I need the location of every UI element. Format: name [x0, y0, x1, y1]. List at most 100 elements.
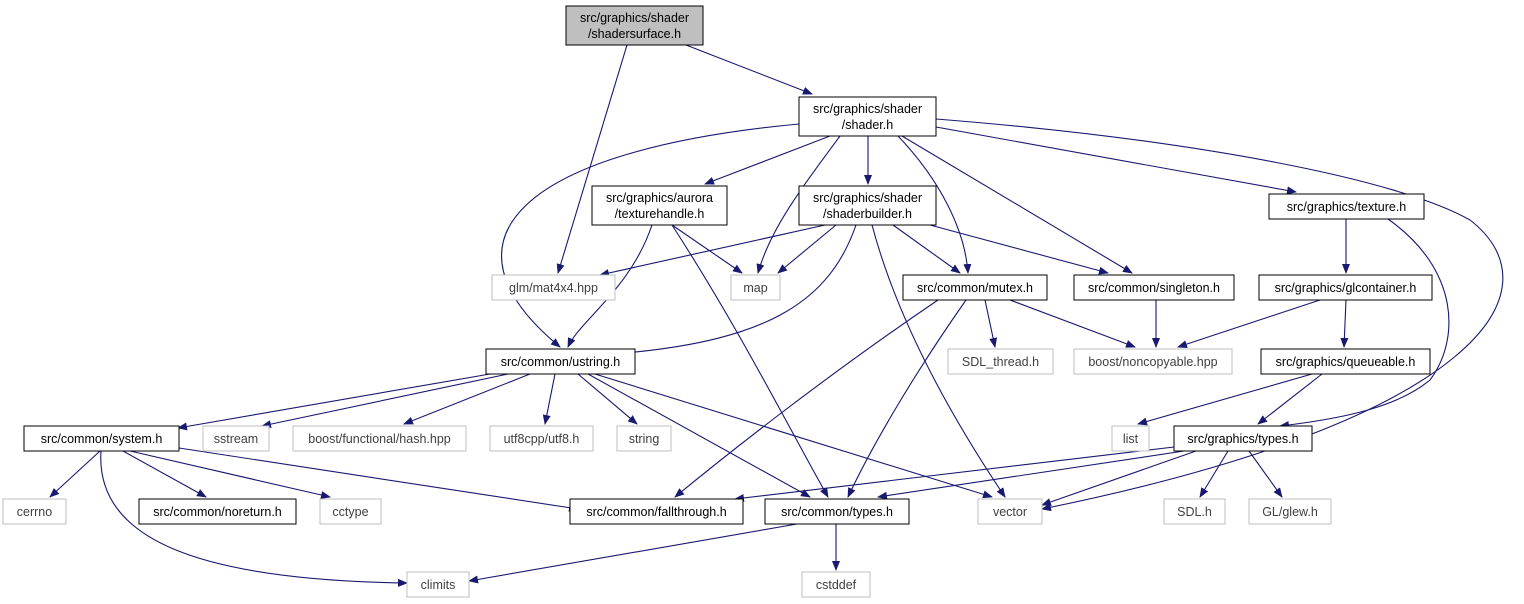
- node-label-list-0: list: [1123, 432, 1139, 446]
- node-noncopyable: boost/noncopyable.hpp: [1073, 348, 1233, 375]
- node-gtypes[interactable]: src/graphics/types.h: [1173, 425, 1313, 452]
- node-box-cctype: [319, 498, 382, 525]
- node-label-climits-0: climits: [421, 578, 456, 592]
- node-singleton[interactable]: src/common/singleton.h: [1073, 274, 1235, 301]
- node-glcontainer[interactable]: src/graphics/glcontainer.h: [1258, 274, 1433, 301]
- node-box-glew: [1248, 498, 1332, 525]
- edge-system-to-cctype: [129, 450, 331, 499]
- node-shadersurface[interactable]: src/graphics/shader/shadersurface.h: [565, 5, 704, 46]
- node-texturehandle[interactable]: src/graphics/aurora/texturehandle.h: [591, 185, 728, 226]
- node-label-vector-0: vector: [993, 505, 1027, 519]
- node-ustring[interactable]: src/common/ustring.h: [485, 348, 636, 375]
- edge-system-to-climits: [100, 450, 408, 587]
- node-label-shaderbuilder-1: /shaderbuilder.h: [823, 207, 912, 221]
- edge-shader-to-texturehandle: [704, 135, 831, 185]
- node-label-utf8-0: utf8cpp/utf8.h: [504, 432, 580, 446]
- edge-shader-to-ustring: [501, 123, 800, 348]
- node-queueable[interactable]: src/graphics/queueable.h: [1260, 348, 1431, 375]
- node-box-shaderbuilder: [798, 185, 937, 226]
- node-box-noncopyable: [1073, 348, 1233, 375]
- node-label-mat4x4-0: glm/mat4x4.hpp: [509, 281, 598, 295]
- node-mutex[interactable]: src/common/mutex.h: [902, 274, 1048, 301]
- edge-gtypes-to-vector: [1041, 450, 1197, 506]
- edge-gtypes-to-glew: [1248, 450, 1283, 498]
- node-climits: climits: [406, 571, 470, 598]
- node-fallthrough[interactable]: src/common/fallthrough.h: [569, 498, 744, 525]
- node-label-texturehandle-1: /texturehandle.h: [615, 207, 705, 221]
- edge-gtypes-to-fallthrough: [734, 446, 1175, 502]
- node-ctypes[interactable]: src/common/types.h: [764, 498, 910, 525]
- node-label-texture-0: src/graphics/texture.h: [1287, 200, 1407, 214]
- edge-shaderbuilder-to-mat4x4: [599, 224, 826, 277]
- node-label-shadersurface-0: src/graphics/shader: [580, 11, 689, 25]
- node-shaderbuilder[interactable]: src/graphics/shader/shaderbuilder.h: [798, 185, 937, 226]
- edge-texturehandle-to-ctypes: [671, 224, 829, 498]
- node-utf8: utf8cpp/utf8.h: [489, 425, 594, 452]
- node-label-cstddef-0: cstddef: [816, 578, 857, 592]
- node-box-shader: [798, 96, 937, 137]
- node-glew: GL/glew.h: [1248, 498, 1332, 525]
- node-box-texture: [1268, 193, 1425, 220]
- node-label-map-0: map: [743, 281, 767, 295]
- edge-mutex-to-sdl_thread: [984, 299, 998, 348]
- edge-mutex-to-noncopyable: [1009, 299, 1136, 348]
- edge-shader-to-texture: [935, 126, 1297, 195]
- edge-system-to-fallthrough: [178, 447, 579, 512]
- edge-mutex-to-ctypes: [847, 299, 967, 498]
- edge-shaderbuilder-to-ustring: [624, 224, 857, 357]
- node-noreturn[interactable]: src/common/noreturn.h: [138, 498, 297, 525]
- node-layer: src/graphics/shader/shadersurface.hsrc/g…: [2, 5, 1433, 598]
- node-list: list: [1111, 425, 1150, 452]
- edge-shadersurface-to-shader: [685, 44, 813, 95]
- edge-ustring-to-ctypes: [587, 373, 811, 498]
- node-system[interactable]: src/common/system.h: [23, 425, 180, 452]
- node-label-string-0: string: [629, 432, 660, 446]
- edge-shaderbuilder-to-mutex: [892, 224, 961, 274]
- node-label-gtypes-0: src/graphics/types.h: [1187, 432, 1298, 446]
- node-box-mutex: [902, 274, 1048, 301]
- edge-layer: [49, 44, 1504, 587]
- node-box-system: [23, 425, 180, 452]
- edge-gtypes-to-sdl: [1199, 450, 1229, 498]
- node-label-sstream-0: sstream: [214, 432, 258, 446]
- node-box-cerrno: [2, 498, 67, 525]
- node-box-singleton: [1073, 274, 1235, 301]
- edge-ustring-to-system: [177, 373, 491, 431]
- edge-shader-to-vector: [935, 118, 1504, 512]
- edge-ustring-to-utf8: [542, 373, 556, 425]
- edge-shaderbuilder-to-map: [777, 224, 837, 274]
- edge-system-to-cerrno: [49, 450, 101, 498]
- node-hash: boost/functional/hash.hpp: [292, 425, 467, 452]
- node-box-noreturn: [138, 498, 297, 525]
- node-box-ctypes: [764, 498, 910, 525]
- edge-glcontainer-to-noncopyable: [1177, 299, 1321, 348]
- node-vector: vector: [977, 498, 1043, 525]
- node-label-ustring-0: src/common/ustring.h: [501, 355, 621, 369]
- node-label-singleton-0: src/common/singleton.h: [1088, 281, 1220, 295]
- edge-shadersurface-to-mat4x4: [556, 44, 628, 274]
- edge-shader-to-map: [756, 135, 841, 274]
- edge-texturehandle-to-map: [671, 224, 743, 274]
- node-box-map: [730, 274, 781, 301]
- edge-system-to-noreturn: [122, 450, 207, 498]
- edge-texture-to-gtypes: [1279, 218, 1450, 429]
- node-label-system-0: src/common/system.h: [41, 432, 163, 446]
- node-box-string: [616, 425, 672, 452]
- node-shader[interactable]: src/graphics/shader/shader.h: [798, 96, 937, 137]
- node-label-texturehandle-0: src/graphics/aurora: [606, 191, 713, 205]
- node-label-shader-0: src/graphics/shader: [813, 102, 922, 116]
- node-cstddef: cstddef: [801, 571, 871, 598]
- node-cerrno: cerrno: [2, 498, 67, 525]
- edge-glcontainer-to-queueable: [1340, 299, 1349, 348]
- node-cctype: cctype: [319, 498, 382, 525]
- node-box-gtypes: [1173, 425, 1313, 452]
- edge-ustring-to-sstream: [261, 373, 509, 429]
- node-box-utf8: [489, 425, 594, 452]
- edge-gtypes-to-ctypes: [877, 450, 1185, 500]
- node-box-hash: [292, 425, 467, 452]
- node-label-ctypes-0: src/common/types.h: [781, 505, 893, 519]
- edge-shader-to-singleton: [901, 135, 1133, 274]
- node-texture[interactable]: src/graphics/texture.h: [1268, 193, 1425, 220]
- node-box-vector: [977, 498, 1043, 525]
- node-label-cerrno-0: cerrno: [17, 505, 52, 519]
